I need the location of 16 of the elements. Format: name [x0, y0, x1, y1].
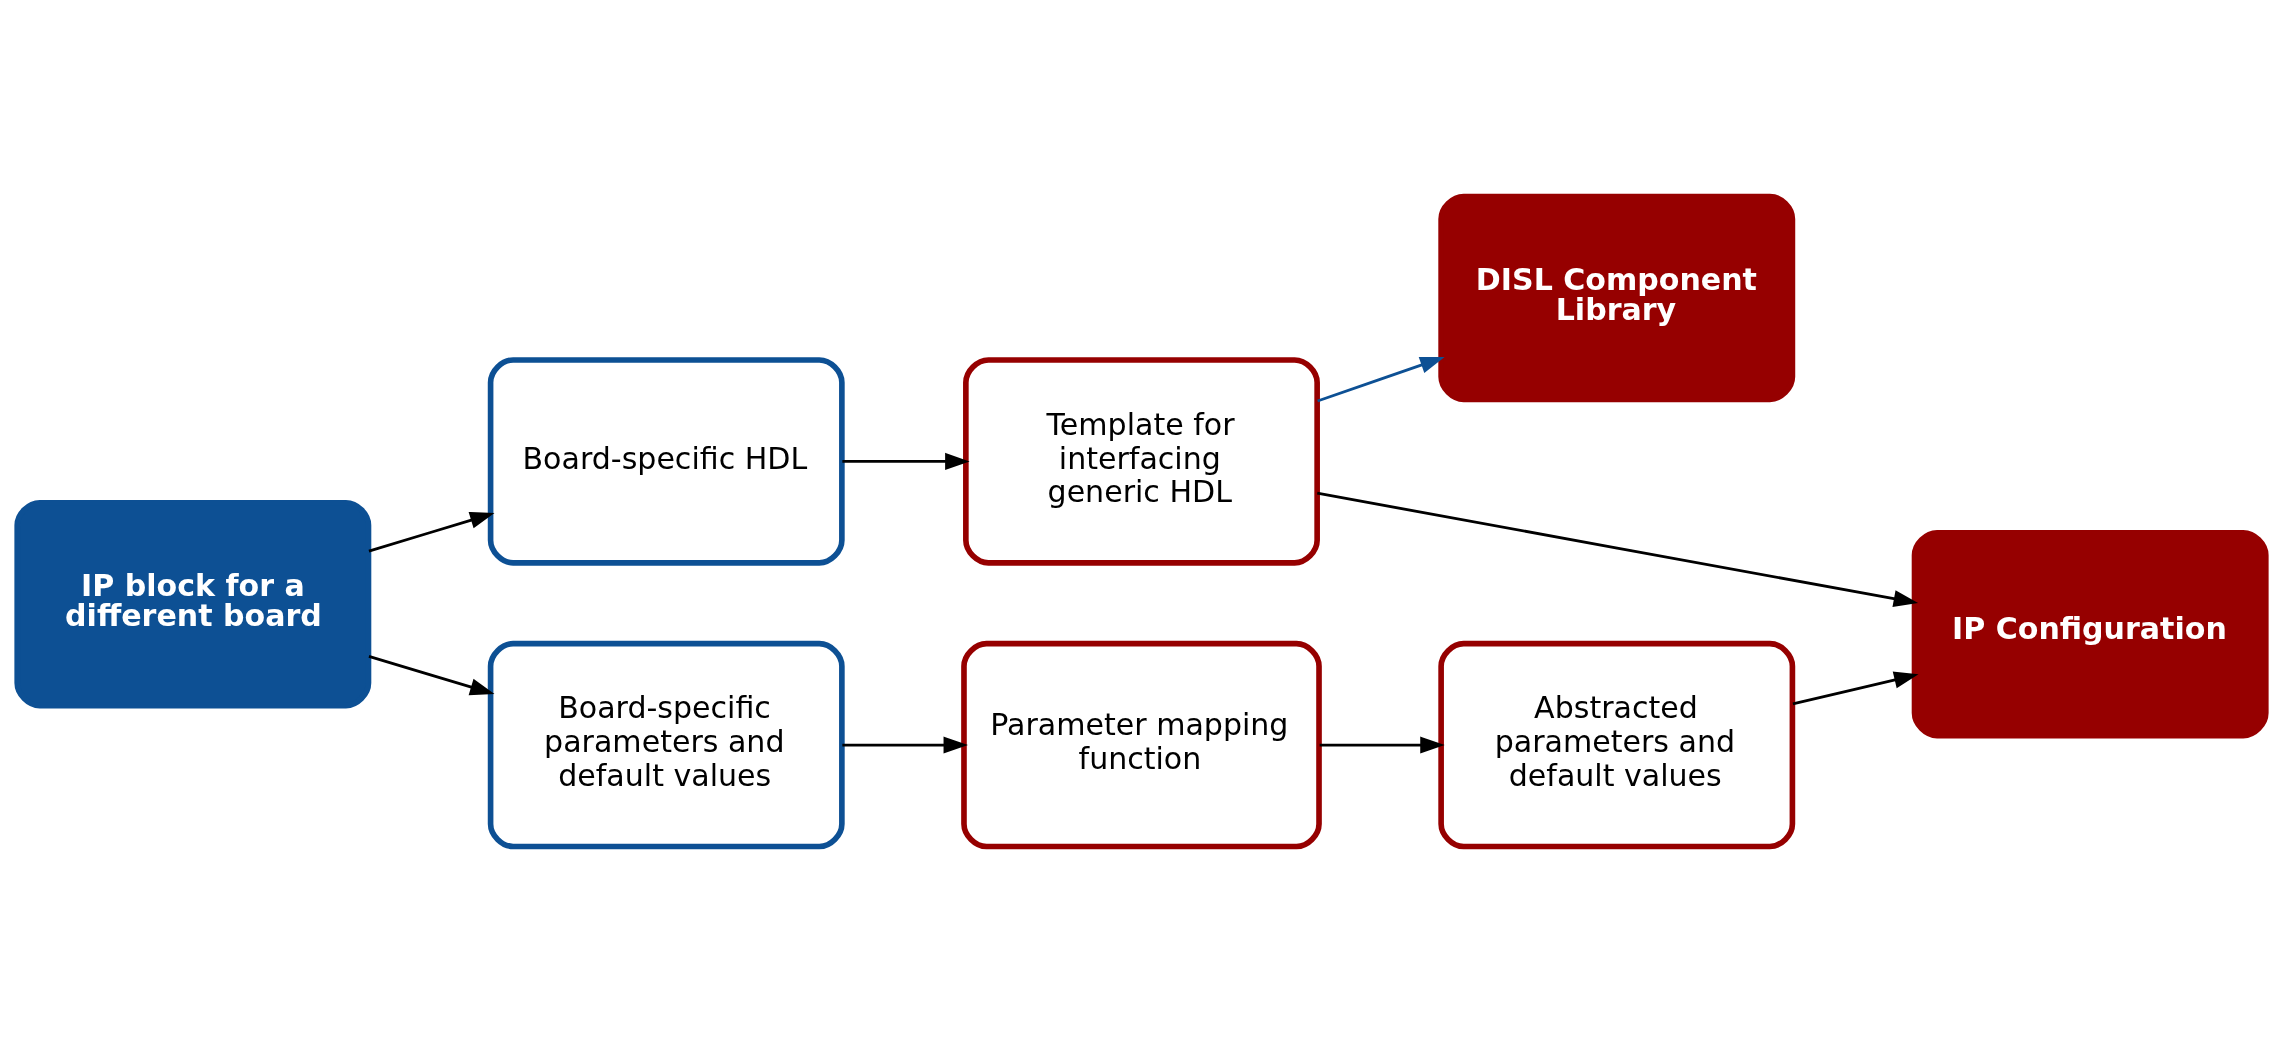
node-box: Board-specific HDL	[487, 357, 845, 566]
arrow	[842, 452, 970, 470]
node-box: Board-specific parameters and default values	[487, 640, 845, 850]
node-box: Parameter mapping function	[961, 640, 1322, 850]
arrow	[1317, 356, 1445, 403]
arrow	[1317, 491, 1919, 608]
node-box: DISL Component Library	[1438, 193, 1796, 403]
node-box: Template for interfacing generic HDL	[963, 357, 1320, 566]
arrow	[368, 655, 495, 696]
node-box: IP Configuration	[1911, 529, 2269, 739]
arrow	[1319, 736, 1445, 754]
arrow	[368, 511, 495, 553]
node-box: Abstracted parameters and default values	[1438, 640, 1796, 850]
arrow	[842, 736, 968, 754]
node-box: IP block for a different board	[14, 499, 372, 709]
arrow	[1792, 671, 1919, 706]
